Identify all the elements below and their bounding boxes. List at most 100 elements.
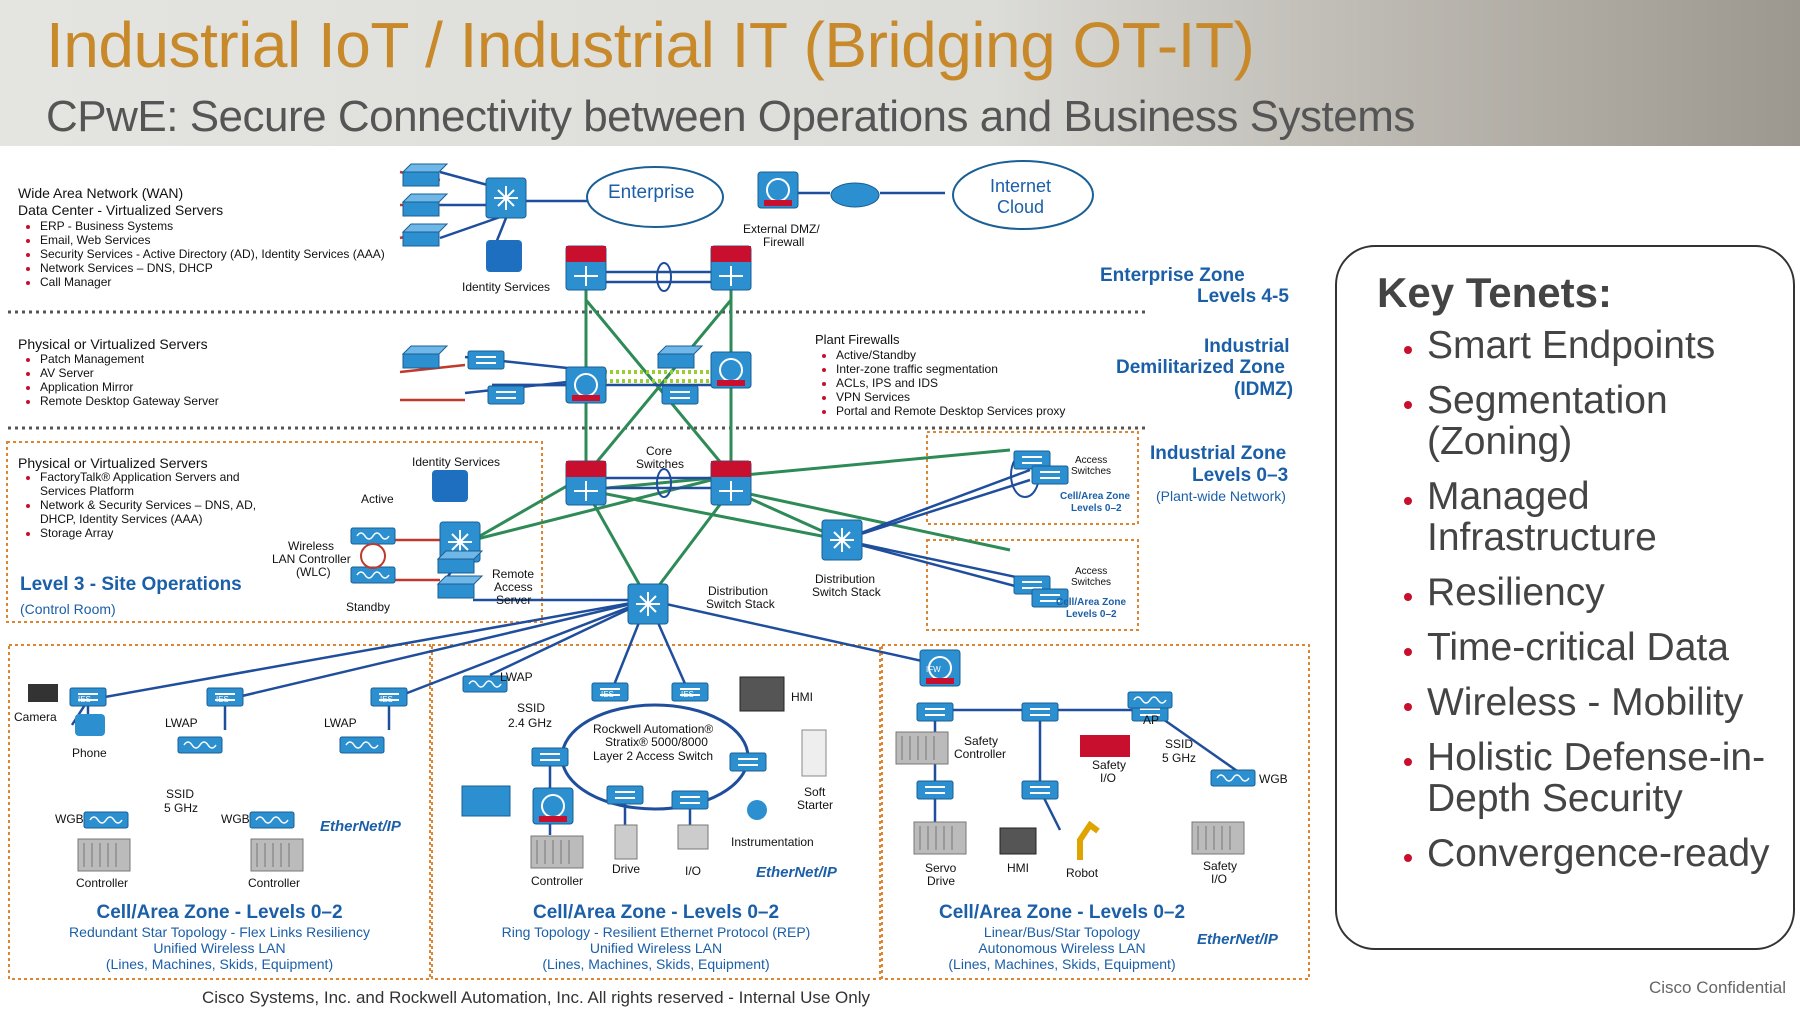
- level3-subtitle: (Control Room): [20, 601, 116, 617]
- tenet-item: Segmentation (Zoning): [1427, 380, 1800, 462]
- wlc-label-1: Wireless: [288, 539, 335, 553]
- list-item: Network Services – DNS, DHCP: [40, 261, 385, 275]
- idmz-title-1: Industrial: [1204, 336, 1290, 357]
- tenet-item: Resiliency: [1427, 572, 1800, 613]
- distribution-switch-stack-1: [627, 583, 669, 625]
- list-item: Application Mirror: [40, 380, 219, 394]
- phone-label: Phone: [72, 746, 107, 760]
- industrial-zone-note: (Plant-wide Network): [1156, 488, 1286, 504]
- core-label-1: Core: [646, 444, 673, 458]
- iz-cellzone-label-1b: Levels 0–2: [1071, 503, 1122, 514]
- iz-access-label-2a: Access: [1075, 566, 1108, 577]
- safety-controller-label-1: Safety: [964, 734, 999, 748]
- cz3-safety-io-label-2: I/O: [1211, 872, 1228, 886]
- cz1-wgb-label-1: WGB: [55, 812, 84, 826]
- list-item: Active/Standby: [836, 348, 1065, 362]
- wlc-label-3: (WLC): [296, 565, 331, 579]
- cz1-lwap-1: [177, 736, 223, 754]
- laptop-icon: [461, 785, 511, 817]
- cz3-ies-4: [916, 780, 954, 800]
- cell-zone-1-line2: Unified Wireless LAN: [153, 940, 286, 956]
- cz3-ssid-label: SSID: [1165, 737, 1194, 751]
- cz3-ies-5: [1021, 780, 1059, 800]
- identity-services-icon: [486, 240, 522, 272]
- key-tenets-panel: Key Tenets: Smart Endpoints Segmentation…: [1335, 245, 1795, 950]
- drive-icon: [614, 824, 638, 860]
- network-diagram: [6, 160, 1310, 980]
- cz2-ifw: [532, 787, 574, 825]
- confidential-label: Cisco Confidential: [1648, 978, 1786, 997]
- cz3-hmi-icon: [999, 827, 1037, 855]
- cz2-ies-bottom-2: [671, 790, 709, 810]
- footer-copyright: Cisco Systems, Inc. and Rockwell Automat…: [202, 988, 870, 1007]
- cz3-ies-1: [916, 702, 954, 722]
- list-item: Security Services - Active Directory (AD…: [40, 247, 385, 261]
- cz2-ies-bottom-1: [606, 785, 644, 805]
- safety-controller-label-2: Controller: [954, 747, 1007, 761]
- servo-drive-icon: [913, 821, 967, 855]
- cell-zone-2-line1: Ring Topology - Resilient Ethernet Proto…: [501, 924, 811, 940]
- dist2-label-1: Distribution: [815, 572, 876, 586]
- list-item: Inter-zone traffic segmentation: [836, 362, 1065, 376]
- idmz-switch-2: [487, 385, 525, 405]
- list-item: VPN Services: [836, 390, 1065, 404]
- level3-server-list: FactoryTalk® Application Servers and Ser…: [20, 470, 270, 540]
- cz1-controller-2: [250, 838, 304, 872]
- internet-label-1: Internet: [990, 176, 1052, 196]
- cz1-lwap-label-1: LWAP: [165, 716, 198, 730]
- enterprise-server-list: ERP - Business Systems Email, Web Servic…: [20, 219, 385, 289]
- dmz-label-2: Firewall: [763, 235, 805, 249]
- cz3-safety-io-2: [1191, 821, 1245, 855]
- ra-label-1: Rockwell Automation®: [593, 722, 714, 736]
- cz1-ies-label-1: IES: [78, 695, 91, 704]
- cell-zone-2-line2: Unified Wireless LAN: [589, 940, 723, 956]
- cz3-ethernetip-logo: EtherNet/IP: [1197, 931, 1278, 948]
- cell-zone-1-title: Cell/Area Zone - Levels 0–2: [96, 902, 343, 923]
- tenet-item: Smart Endpoints: [1427, 325, 1800, 366]
- enterprise-server-1: [402, 163, 448, 187]
- idmz-server-list: Patch Management AV Server Application M…: [20, 352, 219, 408]
- robot-label: Robot: [1066, 866, 1099, 880]
- level3-servers-title: Physical or Virtualized Servers: [18, 455, 208, 471]
- datacenter-label: Data Center - Virtualized Servers: [18, 202, 224, 218]
- instrumentation-icon: [747, 800, 767, 820]
- cz1-wgb-label-2: WGB: [221, 812, 250, 826]
- list-item: ERP - Business Systems: [40, 219, 385, 233]
- wlc-standby-label: Standby: [346, 600, 391, 614]
- iz-access-label-1a: Access: [1075, 455, 1108, 466]
- header-banner: Industrial IoT / Industrial IT (Bridging…: [0, 0, 1800, 146]
- safety-io-icon: [1080, 735, 1130, 757]
- level3-title: Level 3 - Site Operations: [20, 574, 242, 595]
- tenet-item: Wireless - Mobility: [1427, 682, 1800, 723]
- page-subtitle: CPwE: Secure Connectivity between Operat…: [46, 92, 1415, 141]
- cz3-hmi-label: HMI: [1007, 861, 1029, 875]
- enterprise-zone-title: Enterprise Zone: [1100, 265, 1245, 286]
- idmz-switch-3: [661, 385, 699, 405]
- list-item: FactoryTalk® Application Servers and Ser…: [40, 470, 270, 498]
- idmz-servers-title: Physical or Virtualized Servers: [18, 336, 208, 352]
- cz1-ies-label-3: IES: [380, 695, 393, 704]
- core-switch-left: [565, 460, 607, 506]
- cz1-wgb-1: [83, 811, 129, 829]
- wlc-active: [350, 527, 396, 545]
- cz1-ies-label-2: IES: [216, 695, 229, 704]
- cz3-wgb-label: WGB: [1259, 772, 1288, 786]
- remote-label-3: Server: [496, 593, 532, 607]
- safety-io-label-1: Safety: [1092, 758, 1127, 772]
- soft-starter-icon: [801, 729, 827, 777]
- cz3-wgb: [1210, 769, 1256, 787]
- page-title: Industrial IoT / Industrial IT (Bridging…: [46, 9, 1255, 81]
- remote-label-2: Access: [494, 580, 533, 594]
- industrial-zone-title: Industrial Zone: [1150, 443, 1287, 464]
- list-item: Storage Array: [40, 526, 270, 540]
- dmz-label-1: External DMZ/: [743, 222, 820, 236]
- level3-identity-label: Identity Services: [412, 455, 501, 469]
- cell-zone-2-title: Cell/Area Zone - Levels 0–2: [532, 902, 780, 923]
- key-tenets-title: Key Tenets:: [1377, 269, 1612, 316]
- cz1-lwap-label-2: LWAP: [324, 716, 357, 730]
- list-item: Portal and Remote Desktop Services proxy: [836, 404, 1065, 418]
- list-item: Patch Management: [40, 352, 219, 366]
- plant-firewalls-list: Active/Standby Inter-zone traffic segmen…: [816, 348, 1065, 418]
- list-item: AV Server: [40, 366, 219, 380]
- cell-zone-3-line2: Autonomous Wireless LAN: [978, 940, 1146, 956]
